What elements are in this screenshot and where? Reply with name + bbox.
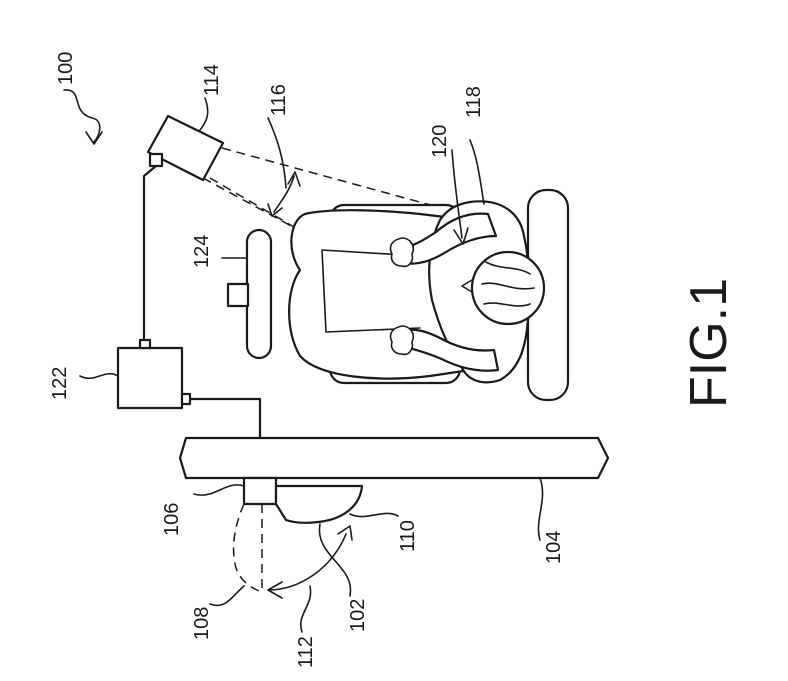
rotation-arrowhead-top xyxy=(337,525,353,541)
label-124: 124 xyxy=(191,235,213,268)
fov-line-lower xyxy=(209,177,331,249)
leader-120 xyxy=(451,149,463,239)
occupant-hair-1 xyxy=(485,261,531,275)
label-108: 108 xyxy=(191,607,213,640)
fov-arrowhead-top xyxy=(287,171,301,187)
leader-104 xyxy=(537,477,544,541)
camera-body xyxy=(146,114,225,182)
leader-118 xyxy=(469,139,485,205)
camera-cable xyxy=(142,164,158,347)
controller-box xyxy=(116,346,184,410)
steering-column-body: 104 xyxy=(178,436,610,564)
label-104: 104 xyxy=(543,531,565,564)
occupant-nose xyxy=(461,279,473,293)
label-118: 118 xyxy=(463,86,485,118)
occupant-hair-3 xyxy=(483,302,531,307)
figure-caption: FIG.1 xyxy=(680,278,738,408)
arrowhead-120 xyxy=(453,227,469,245)
steering-wheel: 124 xyxy=(191,228,273,360)
steering-wheel-hub xyxy=(226,282,250,308)
label-102: 102 xyxy=(347,599,369,632)
leader-122 xyxy=(79,372,119,380)
arrowhead-100 xyxy=(85,131,103,145)
fov-arrowhead-bottom xyxy=(267,203,283,217)
leader-110 xyxy=(349,512,399,518)
label-100: 100 xyxy=(55,52,77,85)
label-114: 114 xyxy=(201,64,223,96)
leader-114 xyxy=(199,97,209,131)
controller: 122 xyxy=(49,338,192,410)
label-122: 122 xyxy=(49,367,71,400)
label-120: 120 xyxy=(429,125,451,158)
camera-lens xyxy=(148,152,164,168)
label-110: 110 xyxy=(397,520,419,552)
mirror-housing xyxy=(274,484,364,524)
label-106: 106 xyxy=(161,503,183,536)
mirror-alt-position xyxy=(232,503,263,593)
controller-cable xyxy=(188,397,262,442)
leader-116 xyxy=(267,117,287,189)
mirror-assembly xyxy=(232,476,364,599)
rotation-arrowhead-bottom xyxy=(267,581,283,599)
column-body xyxy=(178,436,610,480)
mirror-mount xyxy=(242,476,278,506)
leader-108 xyxy=(209,585,245,607)
occupant-hand-lower xyxy=(389,325,415,356)
label-116: 116 xyxy=(268,84,290,116)
rotation-arrow xyxy=(267,533,347,591)
steering-wheel-rim xyxy=(245,228,273,360)
controller-port-right xyxy=(180,392,192,406)
leader-112 xyxy=(299,585,312,633)
fov-line-upper xyxy=(221,147,457,213)
camera: 114 xyxy=(146,64,225,182)
occupant: 118 120 xyxy=(288,86,546,384)
leader-106 xyxy=(193,484,245,496)
occupant-hand-upper xyxy=(389,237,415,268)
fov-arrow-shaft xyxy=(273,175,295,213)
leader-102 xyxy=(318,523,352,597)
occupant-hair-2 xyxy=(481,282,535,290)
controller-port-top xyxy=(138,338,152,350)
ref-100: 100 xyxy=(55,52,103,145)
label-112: 112 xyxy=(295,636,317,668)
leader-100 xyxy=(63,89,101,143)
